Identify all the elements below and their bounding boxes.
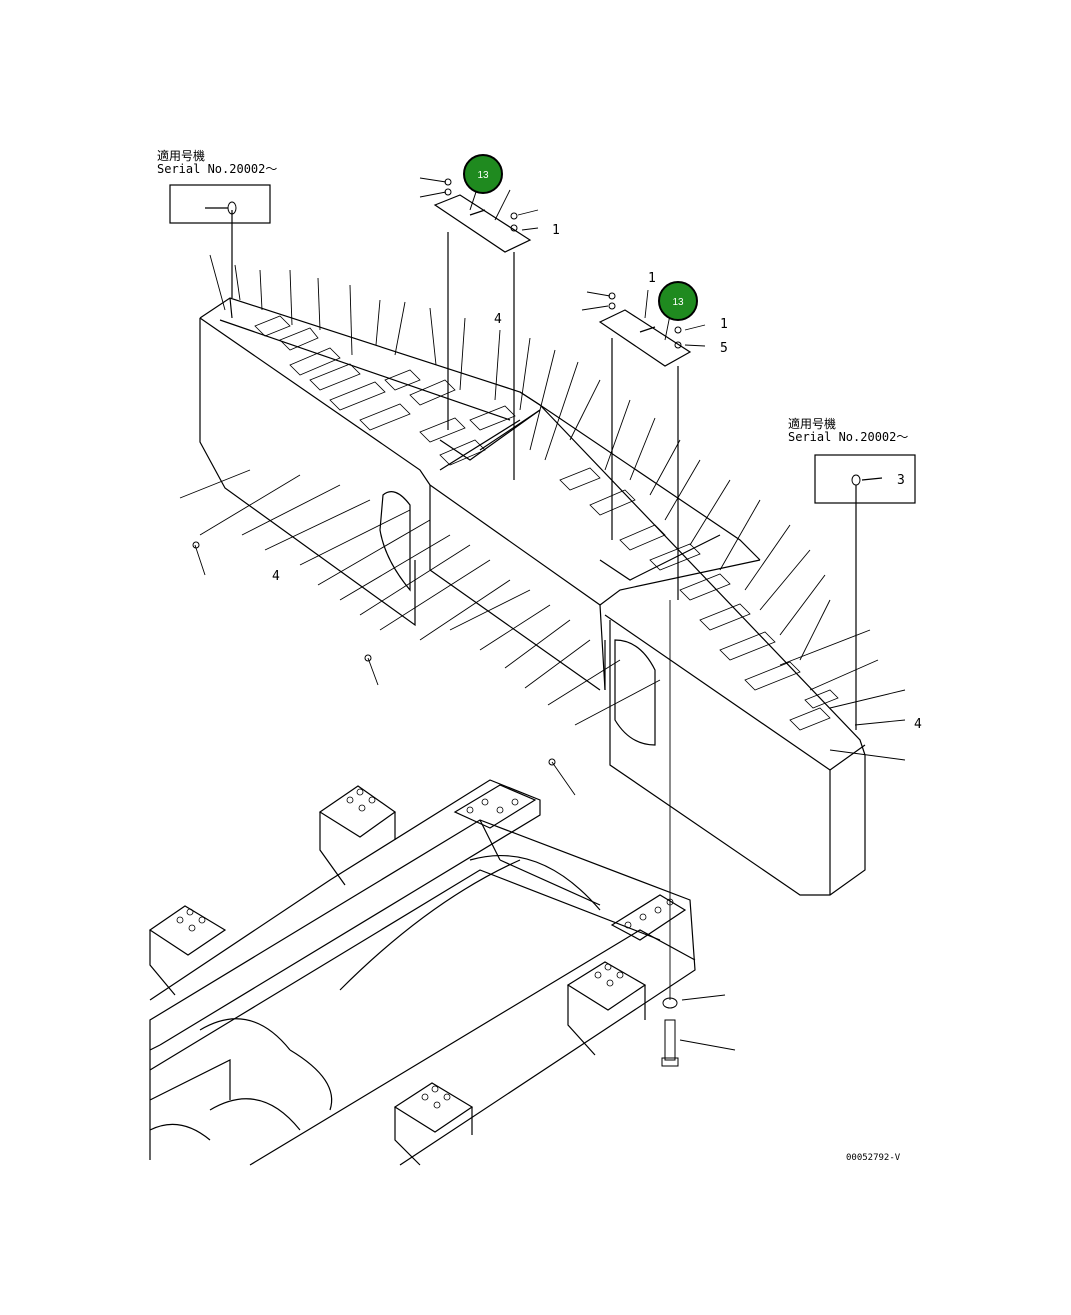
callout-13-right[interactable]: 13 [658, 281, 698, 321]
applicability-note-left: 適用号機 Serial No.20002～ [157, 150, 277, 176]
right-deck-pads [559, 467, 839, 731]
bolts [192, 178, 861, 1067]
part-label: 1 [552, 223, 560, 238]
document-id: 00052792-V [846, 1153, 901, 1163]
serial-inset-box-right [814, 454, 916, 504]
left-deck-pads [254, 315, 516, 466]
part-label: 4 [272, 569, 280, 584]
leader-lines [179, 177, 906, 1051]
serial-inset-box-left [169, 184, 271, 224]
note-serial: Serial No.20002～ [788, 430, 909, 444]
note-serial: Serial No.20002～ [157, 162, 278, 176]
applicability-note-right: 適用号機 Serial No.20002～ [788, 418, 908, 444]
part-label: 4 [494, 312, 502, 327]
part-label: 1 [720, 317, 728, 332]
callout-number: 13 [477, 170, 489, 181]
callout-13-top[interactable]: 13 [463, 154, 503, 211]
right-side-panel [539, 404, 866, 896]
callout-number: 13 [672, 297, 684, 308]
chassis-frame [148, 779, 696, 1166]
part-label: 4 [914, 717, 922, 732]
part-label: 5 [720, 341, 728, 356]
part-label: 1 [648, 271, 656, 286]
center-tank [429, 391, 761, 691]
top-cover-plate-right [598, 309, 692, 600]
part-label: 3 [897, 473, 905, 488]
note-title: 適用号機 [157, 149, 206, 163]
frame-holes [176, 788, 674, 1109]
top-cover-plate-left [433, 194, 532, 480]
note-title: 適用号機 [788, 417, 837, 431]
left-side-panel [199, 297, 541, 627]
